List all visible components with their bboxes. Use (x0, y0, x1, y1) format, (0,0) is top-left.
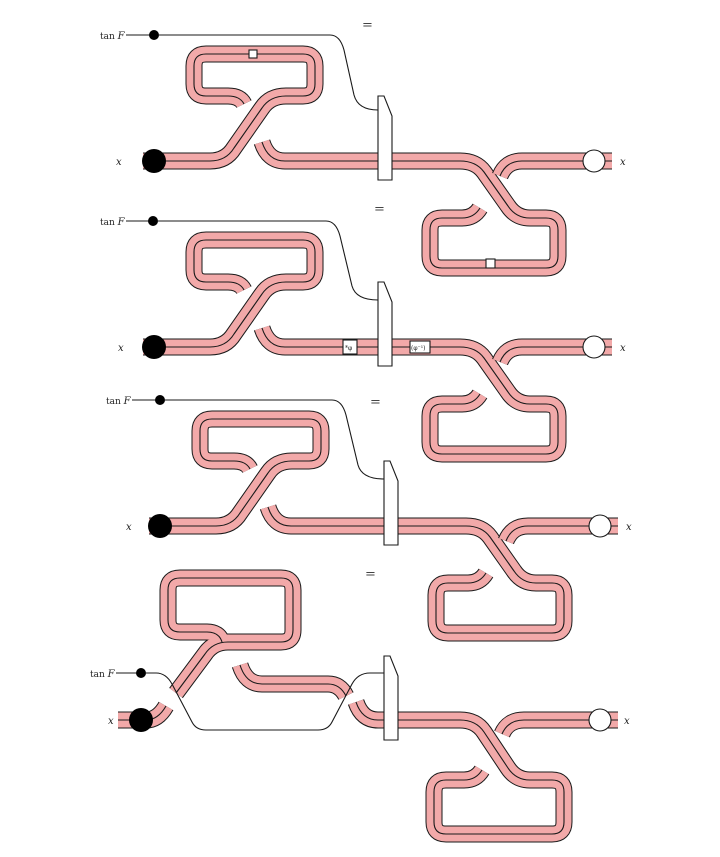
upper-loop-ribbon (159, 569, 302, 699)
tan-node (155, 395, 165, 405)
tan-label: tan F (90, 669, 116, 680)
right-ribbon (494, 711, 618, 738)
middle-ribbon (231, 662, 354, 701)
tan-wire (146, 672, 384, 731)
tan-node (136, 668, 146, 678)
black-node (148, 514, 172, 538)
tan-node (148, 216, 158, 226)
black-node (142, 149, 166, 173)
trapezoid-morphism (383, 460, 399, 546)
right-ribbon (498, 517, 618, 545)
square-morphism (248, 49, 258, 59)
tan-label: tan F (100, 31, 126, 42)
main-ribbon (118, 698, 573, 843)
trapezoid-morphism (377, 281, 393, 367)
equals-sign: = (362, 18, 373, 33)
panel-3: tan F = x x (106, 395, 632, 642)
main-ribbon (253, 325, 567, 463)
right-ribbon (492, 152, 612, 180)
white-node (588, 514, 612, 538)
tan-wire (158, 220, 379, 301)
upper-loop-ribbon (149, 410, 330, 535)
x-label-right: x (624, 716, 630, 727)
tan-label: tan F (100, 217, 126, 228)
main-ribbon (259, 504, 573, 642)
tan-node (149, 30, 159, 40)
tan-wire (165, 399, 385, 480)
panel-1: tan F = x x (100, 18, 626, 277)
x-label-right: x (620, 343, 626, 354)
right-ribbon (492, 338, 612, 366)
equals-sign: = (365, 567, 376, 582)
phi-inverse-label: (φ⁻¹) (411, 345, 425, 352)
white-node (582, 149, 606, 173)
upper-loop-ribbon (143, 231, 324, 356)
x-label-right: x (626, 522, 632, 533)
square-morphism-lower (485, 258, 496, 269)
black-node (142, 335, 166, 359)
tan-wire (159, 34, 379, 111)
black-node (129, 708, 153, 732)
x-label-left: x (118, 343, 124, 354)
panel-2: tan F = *φ (φ⁻¹) x x (100, 202, 626, 463)
x-label-right: x (620, 157, 626, 168)
panel-4: = tan F (90, 567, 630, 843)
x-label-left: x (108, 716, 114, 727)
phi-box-label: *φ (345, 345, 352, 352)
phi-inverse-box (409, 340, 431, 354)
phi-box (342, 339, 358, 355)
equals-sign: = (370, 395, 381, 410)
upper-loop-ribbon (143, 45, 324, 170)
white-node (588, 708, 612, 732)
x-label-left: x (116, 157, 122, 168)
x-label-left: x (126, 522, 132, 533)
main-ribbon (253, 139, 567, 277)
tan-label: tan F (106, 396, 132, 407)
white-node (582, 335, 606, 359)
equals-sign: = (374, 202, 385, 217)
trapezoid-morphism (377, 95, 393, 181)
trapezoid-morphism (383, 655, 399, 741)
